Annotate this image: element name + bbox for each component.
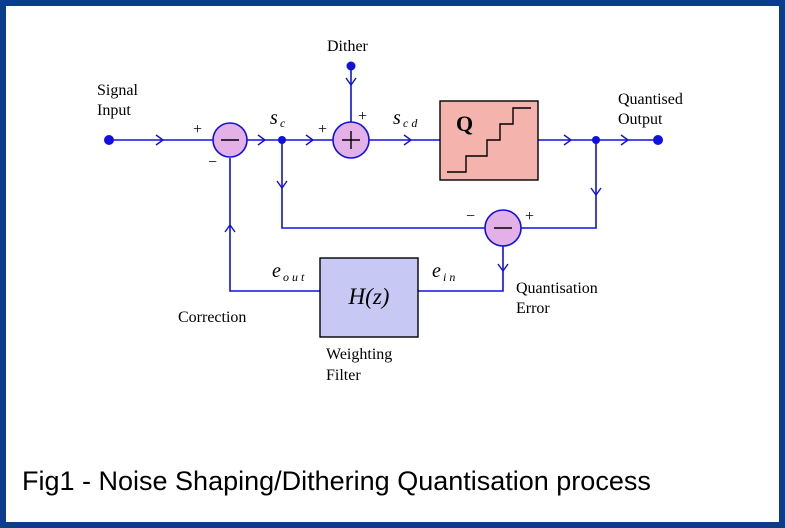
sum1-minus: −	[208, 154, 217, 171]
quantisation-error-label-2: Error	[516, 300, 550, 317]
sc-junction	[278, 136, 286, 144]
sum3-plus: +	[525, 208, 534, 225]
output-terminal	[653, 135, 663, 145]
ein-var-base: e	[432, 260, 441, 282]
quantiser-block: Q	[439, 100, 539, 181]
flow-arrows	[155, 77, 630, 273]
sc-var-base: s	[270, 107, 278, 129]
sum3-minus: −	[466, 208, 475, 225]
staircase-icon	[447, 107, 531, 173]
sum1-plus: +	[193, 121, 202, 138]
correction-label: Correction	[178, 309, 246, 326]
nodes	[104, 61, 663, 145]
output-junction	[592, 136, 600, 144]
eout-var-sub: o u t	[283, 270, 305, 284]
quantised-output-label-2: Output	[618, 111, 663, 128]
signal-input-label-2: Input	[97, 102, 131, 119]
weighting-filter-block: H(z)	[319, 257, 419, 338]
dither-terminal	[346, 61, 356, 71]
scd-var-sub: c d	[403, 116, 418, 130]
ein-var-sub: i n	[443, 270, 455, 284]
dither-label: Dither	[327, 38, 369, 55]
summer-error	[484, 209, 522, 247]
scd-var-base: s	[393, 107, 401, 129]
quantised-output-label-1: Quantised	[618, 91, 683, 108]
summer-dither	[332, 121, 370, 159]
sum2-plus-left: +	[318, 121, 327, 138]
summer-input	[212, 122, 248, 158]
signal-lines	[109, 66, 658, 292]
sc-to-error-line	[281, 140, 485, 229]
signal-input-label-1: Signal	[97, 82, 138, 99]
quantisation-error-label-1: Quantisation	[516, 280, 598, 297]
eout-var-base: e	[272, 260, 281, 282]
sum2-plus-top: +	[358, 108, 367, 125]
output-to-error-line	[521, 140, 597, 229]
correction-line	[229, 158, 320, 292]
weighting-filter-label-1: Weighting	[326, 346, 392, 363]
filter-label: H(z)	[348, 284, 390, 309]
figure-caption: Fig1 - Noise Shaping/Dithering Quantisat…	[22, 466, 651, 496]
error-to-filter-line	[418, 246, 504, 292]
weighting-filter-label-2: Filter	[326, 367, 361, 384]
q-label: Q	[456, 111, 473, 136]
sc-var-sub: c	[280, 116, 286, 130]
input-terminal	[104, 135, 114, 145]
